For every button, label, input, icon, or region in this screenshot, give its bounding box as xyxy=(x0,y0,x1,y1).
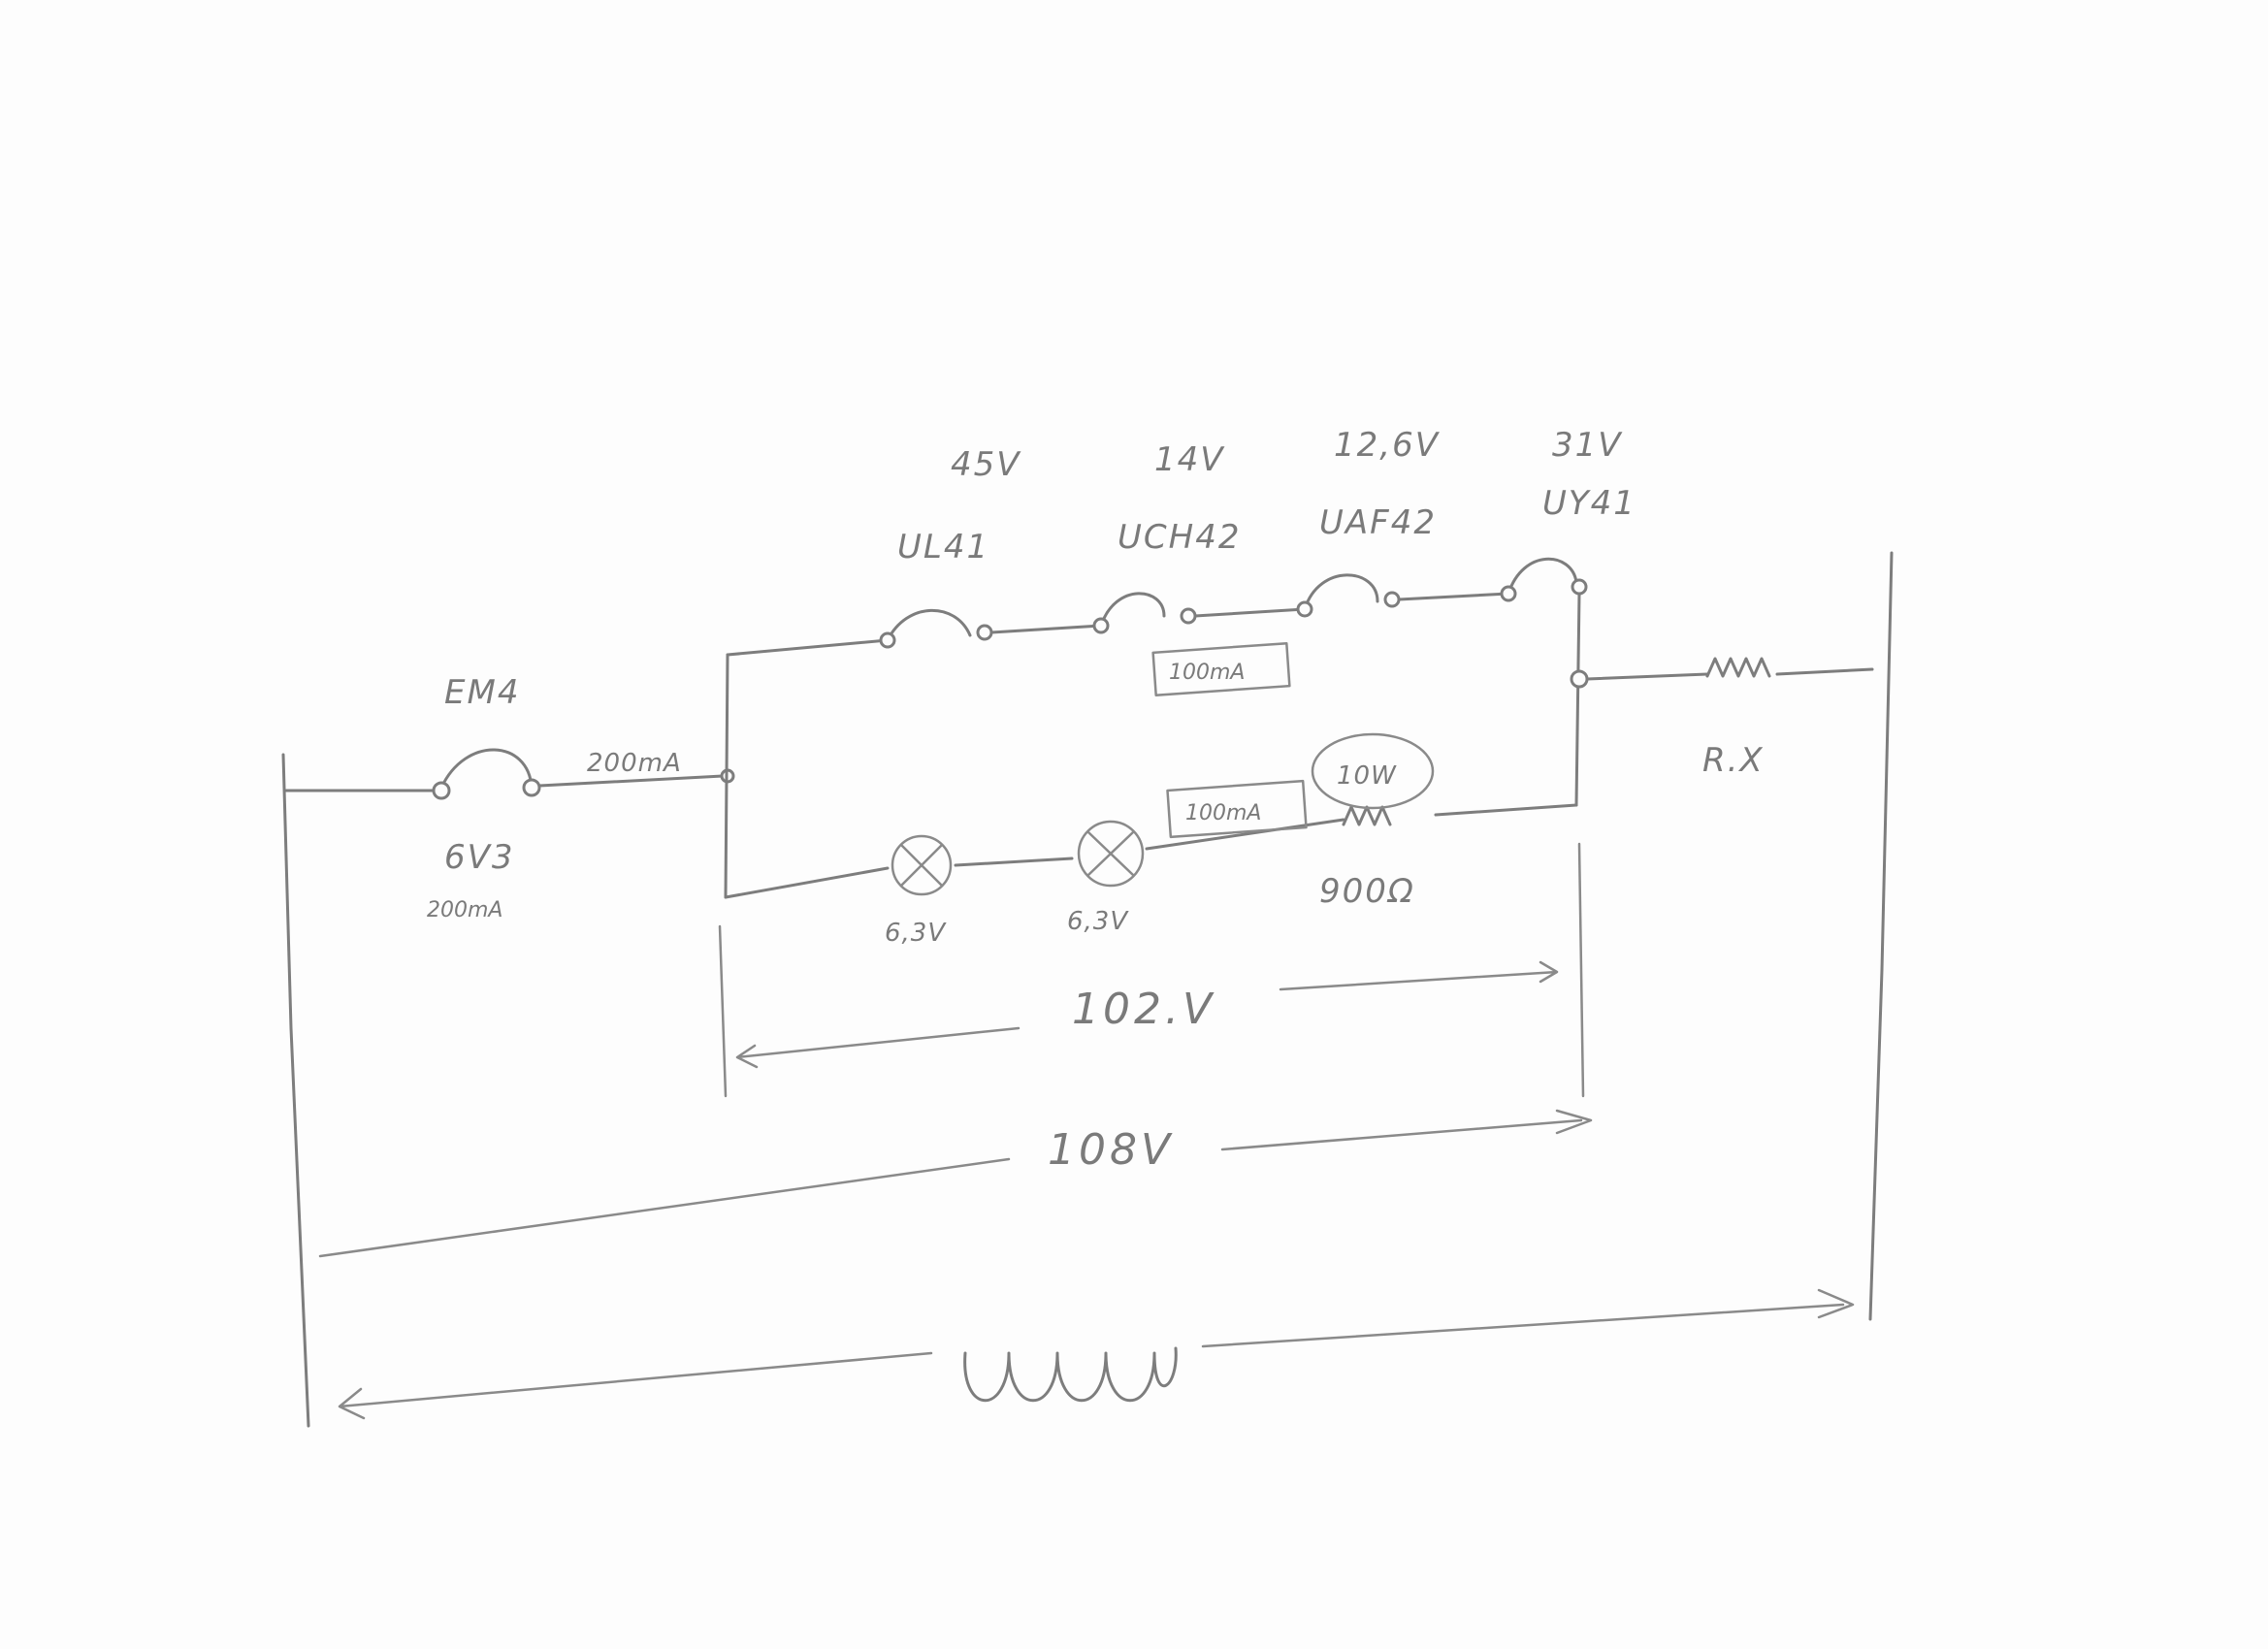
uy41-voltage-label: 31V xyxy=(1552,426,1623,465)
inner-span-label: 102.V xyxy=(1072,985,1215,1034)
inner-span-left xyxy=(718,924,728,1098)
em4-pin-left xyxy=(432,781,451,800)
upper-branch-wire xyxy=(726,638,890,657)
lower-current-box xyxy=(1166,779,1308,839)
lamp-2 xyxy=(1077,820,1145,888)
uch42-voltage-label: 14V xyxy=(1154,440,1225,479)
left-rail xyxy=(281,753,310,1428)
right-rail xyxy=(1868,551,1894,1321)
uy41-label: UY41 xyxy=(1542,484,1636,523)
uy41-pin-left xyxy=(1500,585,1517,602)
uch42-label: UCH42 xyxy=(1118,518,1241,557)
uaf42-pin-right xyxy=(1383,591,1401,608)
wire-uaf42-uy41 xyxy=(1397,592,1510,601)
inner-span-arrow-left xyxy=(735,1026,1021,1069)
em4-lead-right xyxy=(537,774,725,788)
mains-arrow-right xyxy=(1201,1288,1855,1348)
uch42-pin-left xyxy=(1092,617,1110,634)
upper-current-box xyxy=(1151,641,1291,697)
lower-branch-wire-1 xyxy=(724,866,890,899)
outer-span-label: 108V xyxy=(1048,1125,1174,1175)
ul41-filament xyxy=(886,608,972,642)
rx-lead-left xyxy=(1585,672,1709,681)
lower-branch-wire-3 xyxy=(1145,818,1345,851)
uch42-pin-right xyxy=(1180,607,1197,625)
uch42-filament xyxy=(1099,592,1166,628)
rx-label: R.X xyxy=(1702,741,1765,780)
ul41-label: UL41 xyxy=(897,528,989,566)
lamp-2-label: 6,3V xyxy=(1067,907,1129,936)
outer-span-arrow-right xyxy=(1220,1109,1593,1151)
rx-lead-right xyxy=(1775,667,1874,676)
join-vertical xyxy=(1574,592,1581,807)
uaf42-label: UAF42 xyxy=(1319,503,1437,542)
resistor-power-ellipse xyxy=(1311,732,1435,810)
em4-filament xyxy=(439,748,534,790)
lamp-1-cross xyxy=(900,844,943,887)
lamp-1-label: 6,3V xyxy=(885,919,947,948)
ul41-pin-right xyxy=(976,624,993,641)
inner-span-arrow-right xyxy=(1279,960,1559,991)
em4-heater-current-label: 200mA xyxy=(427,898,502,922)
em4-current-label: 200mA xyxy=(587,749,682,778)
ul41-pin-left xyxy=(879,631,896,649)
rx-resistor xyxy=(1705,657,1771,678)
join-node xyxy=(1570,669,1589,689)
outer-span-arrow-left xyxy=(318,1157,1011,1258)
resistor-power-label: 10W xyxy=(1337,761,1397,791)
uaf42-voltage-label: 12,6V xyxy=(1334,426,1441,465)
lamp-1 xyxy=(891,834,953,896)
split-vertical xyxy=(724,653,729,899)
em4-pin-right xyxy=(522,778,541,797)
lower-branch-wire-4 xyxy=(1434,803,1578,817)
lower-current-label: 100mA xyxy=(1185,801,1261,825)
wire-ul41-uch42 xyxy=(989,624,1103,634)
mains-arrow-left xyxy=(338,1351,933,1420)
uaf42-filament xyxy=(1303,573,1379,611)
resistor-value-label: 900Ω xyxy=(1319,872,1415,911)
uy41-filament xyxy=(1507,557,1578,596)
lower-branch-wire-2 xyxy=(954,857,1074,867)
uy41-pin-right xyxy=(1571,578,1588,596)
mains-coil xyxy=(963,1346,1178,1403)
ul41-voltage-label: 45V xyxy=(951,445,1021,484)
wire-uch42-uaf42 xyxy=(1193,607,1307,618)
em4-heater-label: 6V3 xyxy=(444,838,515,877)
lamp-2-cross xyxy=(1086,830,1135,877)
upper-current-label: 100mA xyxy=(1169,661,1245,685)
resistor-900 xyxy=(1342,805,1392,826)
uaf42-pin-left xyxy=(1296,600,1313,618)
inner-span-right xyxy=(1577,842,1585,1098)
em4-label: EM4 xyxy=(444,673,520,712)
